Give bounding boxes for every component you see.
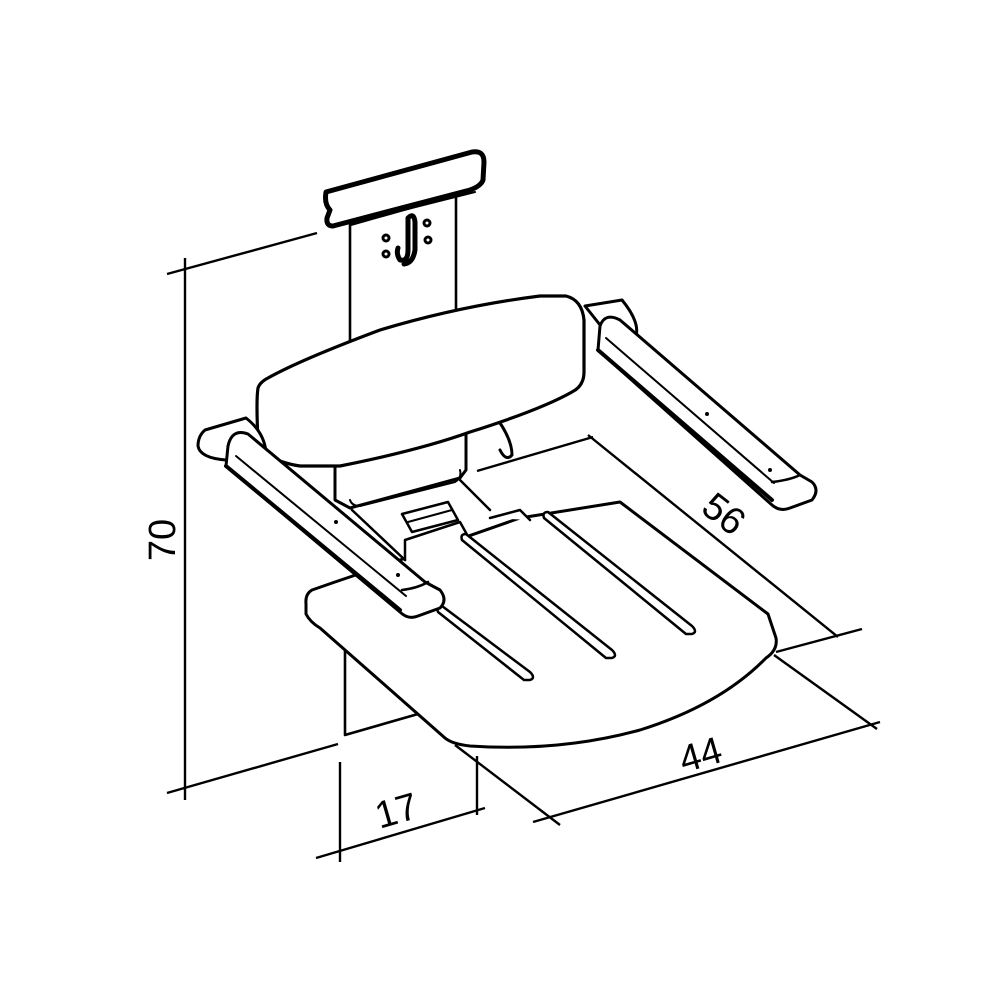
dimension-44: 44	[454, 654, 881, 826]
dimension-label-44: 44	[675, 729, 727, 781]
mounting-hook-icon	[381, 213, 433, 267]
dimension-70: 70	[142, 231, 339, 800]
backrest-pad	[255, 294, 586, 468]
right-armrest	[583, 298, 818, 511]
left-armrest	[196, 416, 446, 619]
dimension-label-70: 70	[142, 519, 184, 561]
dimension-label-56: 56	[694, 485, 753, 544]
seat-panel	[304, 500, 778, 749]
top-rail	[323, 149, 487, 229]
dimension-17: 17	[315, 756, 486, 862]
